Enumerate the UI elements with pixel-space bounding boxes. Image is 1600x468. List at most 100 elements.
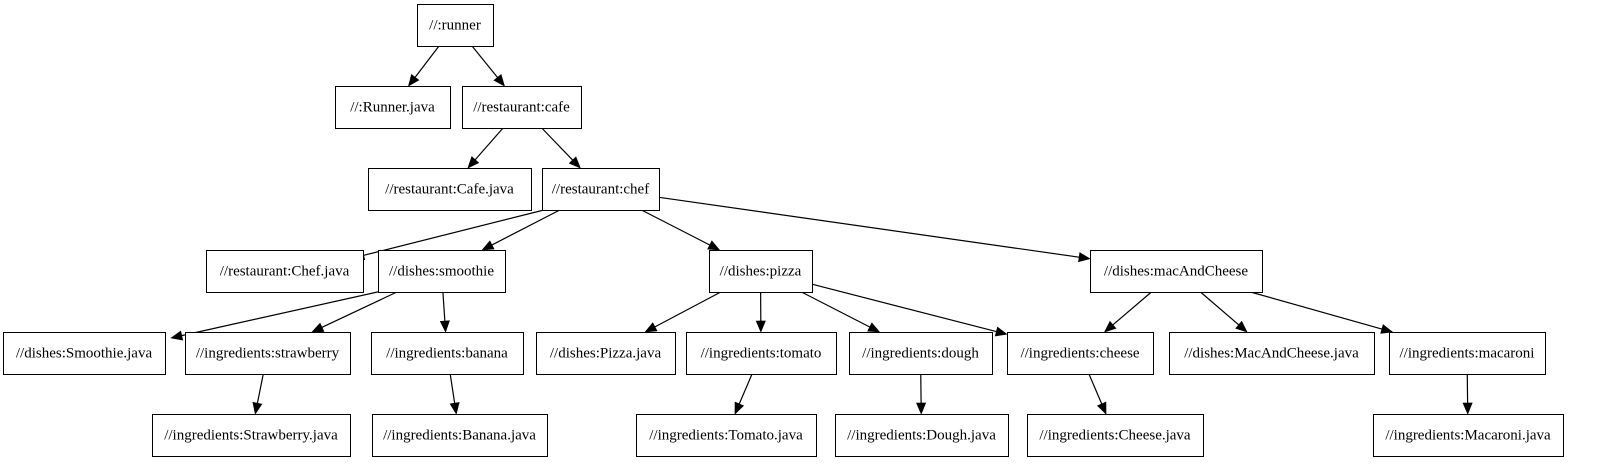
graph-node-label: //ingredients:macaroni <box>1400 345 1535 361</box>
graph-edge <box>449 373 456 404</box>
graph-edge-arrowhead <box>568 156 581 169</box>
graph-edge-arrowhead <box>481 240 495 251</box>
graph-node-label: //ingredients:Macaroni.java <box>1385 427 1551 443</box>
graph-edge-arrowhead <box>408 73 420 87</box>
graph-node-box <box>835 414 1009 457</box>
graph-node[interactable]: //restaurant:cafe <box>462 86 582 129</box>
graph-node[interactable]: //dishes:macAndCheese <box>1090 250 1263 293</box>
graph-node[interactable]: //dishes:Pizza.java <box>536 332 676 375</box>
graph-edge <box>541 127 574 161</box>
graph-node[interactable]: //dishes:pizza <box>709 250 813 293</box>
graph-edge-arrowhead <box>707 240 721 251</box>
graph-edge <box>474 127 504 161</box>
graph-edge-arrowhead <box>467 156 480 169</box>
graph-node[interactable]: //ingredients:tomato <box>686 332 837 375</box>
graph-node[interactable]: //restaurant:Cafe.java <box>368 168 532 211</box>
graph-node-box <box>335 86 451 129</box>
graph-node[interactable]: //restaurant:Chef.java <box>206 250 364 293</box>
graph-node-box <box>1389 332 1546 375</box>
graph-node-box <box>368 168 532 211</box>
graph-edge-arrowhead <box>994 326 1008 337</box>
graph-edge <box>1112 291 1152 326</box>
graph-edge-arrowhead <box>311 322 325 333</box>
nodes-layer: //:runner //:Runner.java //restaurant:cafe… <box>3 4 1564 457</box>
graph-node-box <box>152 414 351 457</box>
graph-node-box <box>849 332 993 375</box>
graph-node-label: //ingredients:strawberry <box>196 345 340 361</box>
graph-node-box <box>1027 414 1204 457</box>
graph-edge <box>658 196 1080 258</box>
graph-node-label: //ingredients:Strawberry.java <box>164 427 338 443</box>
graph-node-label: //ingredients:Banana.java <box>383 427 536 443</box>
graph-node[interactable]: //ingredients:banana <box>371 332 524 375</box>
graph-node-box <box>1373 414 1564 457</box>
graph-node-box <box>536 332 676 375</box>
graph-edge <box>738 373 753 405</box>
graph-node[interactable]: //dishes:MacAndCheese.java <box>1169 332 1375 375</box>
graph-edge-arrowhead <box>1096 401 1107 415</box>
graph-node-box <box>636 414 817 457</box>
graph-node-box <box>378 250 506 293</box>
graph-node[interactable]: //ingredients:Cheese.java <box>1027 414 1204 457</box>
graph-node-box <box>371 332 524 375</box>
graph-node-box <box>1007 332 1154 375</box>
graph-node-label: //dishes:macAndCheese <box>1104 263 1248 279</box>
graph-node-box <box>206 250 364 293</box>
graph-node-box <box>417 4 494 47</box>
graph-node[interactable]: //ingredients:Dough.java <box>835 414 1009 457</box>
graph-node-label: //restaurant:Chef.java <box>220 263 350 279</box>
graph-edge <box>471 45 499 78</box>
graph-node-box <box>1090 250 1263 293</box>
graph-node-box <box>1169 332 1375 375</box>
graph-node-box <box>709 250 813 293</box>
graph-node[interactable]: //:Runner.java <box>335 86 451 129</box>
graph-node[interactable]: //ingredients:Tomato.java <box>636 414 817 457</box>
graph-node-box <box>3 332 166 375</box>
graph-edge <box>363 208 549 256</box>
graph-node-label: //ingredients:Cheese.java <box>1039 427 1191 443</box>
graph-node[interactable]: //ingredients:dough <box>849 332 993 375</box>
graph-edge-arrowhead <box>755 320 766 333</box>
graph-edge <box>321 291 398 328</box>
graph-edge <box>256 373 264 404</box>
graph-edge-arrowhead <box>493 74 505 87</box>
graph-edge <box>654 291 722 328</box>
graph-node-box <box>185 332 351 375</box>
graph-node[interactable]: //ingredients:strawberry <box>185 332 351 375</box>
graph-node-label: //ingredients:tomato <box>701 345 822 361</box>
graph-node-label: //ingredients:Dough.java <box>847 427 996 443</box>
graph-node[interactable]: //ingredients:cheese <box>1007 332 1154 375</box>
graph-edge <box>442 291 446 322</box>
graph-edge-arrowhead <box>1078 252 1091 263</box>
graph-node[interactable]: //ingredients:macaroni <box>1389 332 1546 375</box>
graph-edge <box>801 291 871 328</box>
graph-edge-arrowhead <box>734 401 745 415</box>
graph-node-label: //ingredients:banana <box>386 345 508 361</box>
graph-edge <box>414 45 440 78</box>
graph-node-label: //dishes:smoothie <box>389 263 494 279</box>
graph-node-label: //dishes:Smoothie.java <box>16 345 153 361</box>
graph-node-label: //dishes:MacAndCheese.java <box>1184 345 1359 361</box>
graph-node-label: //ingredients:cheese <box>1020 345 1139 361</box>
graph-edge <box>1088 373 1103 405</box>
graph-node-label: //ingredients:dough <box>862 345 979 361</box>
graph-edge-arrowhead <box>439 320 450 333</box>
graph-node-box <box>462 86 582 129</box>
graph-node-label: //dishes:Pizza.java <box>550 345 662 361</box>
graph-edge <box>181 290 383 337</box>
graph-node-label: //restaurant:chef <box>552 181 649 197</box>
graph-node[interactable]: //:runner <box>417 4 494 47</box>
graph-node-label: //restaurant:Cafe.java <box>385 181 514 197</box>
graph-node[interactable]: //dishes:Smoothie.java <box>3 332 166 375</box>
graph-edge <box>491 209 561 246</box>
graph-node[interactable]: //ingredients:Strawberry.java <box>152 414 351 457</box>
graph-edge <box>1250 291 1383 330</box>
graph-edge-arrowhead <box>644 322 658 333</box>
graph-node[interactable]: //restaurant:chef <box>542 168 660 211</box>
graph-node[interactable]: //ingredients:Macaroni.java <box>1373 414 1564 457</box>
graph-node[interactable]: //dishes:smoothie <box>378 250 506 293</box>
graph-node[interactable]: //ingredients:Banana.java <box>372 414 548 457</box>
graph-edge-arrowhead <box>252 401 263 415</box>
